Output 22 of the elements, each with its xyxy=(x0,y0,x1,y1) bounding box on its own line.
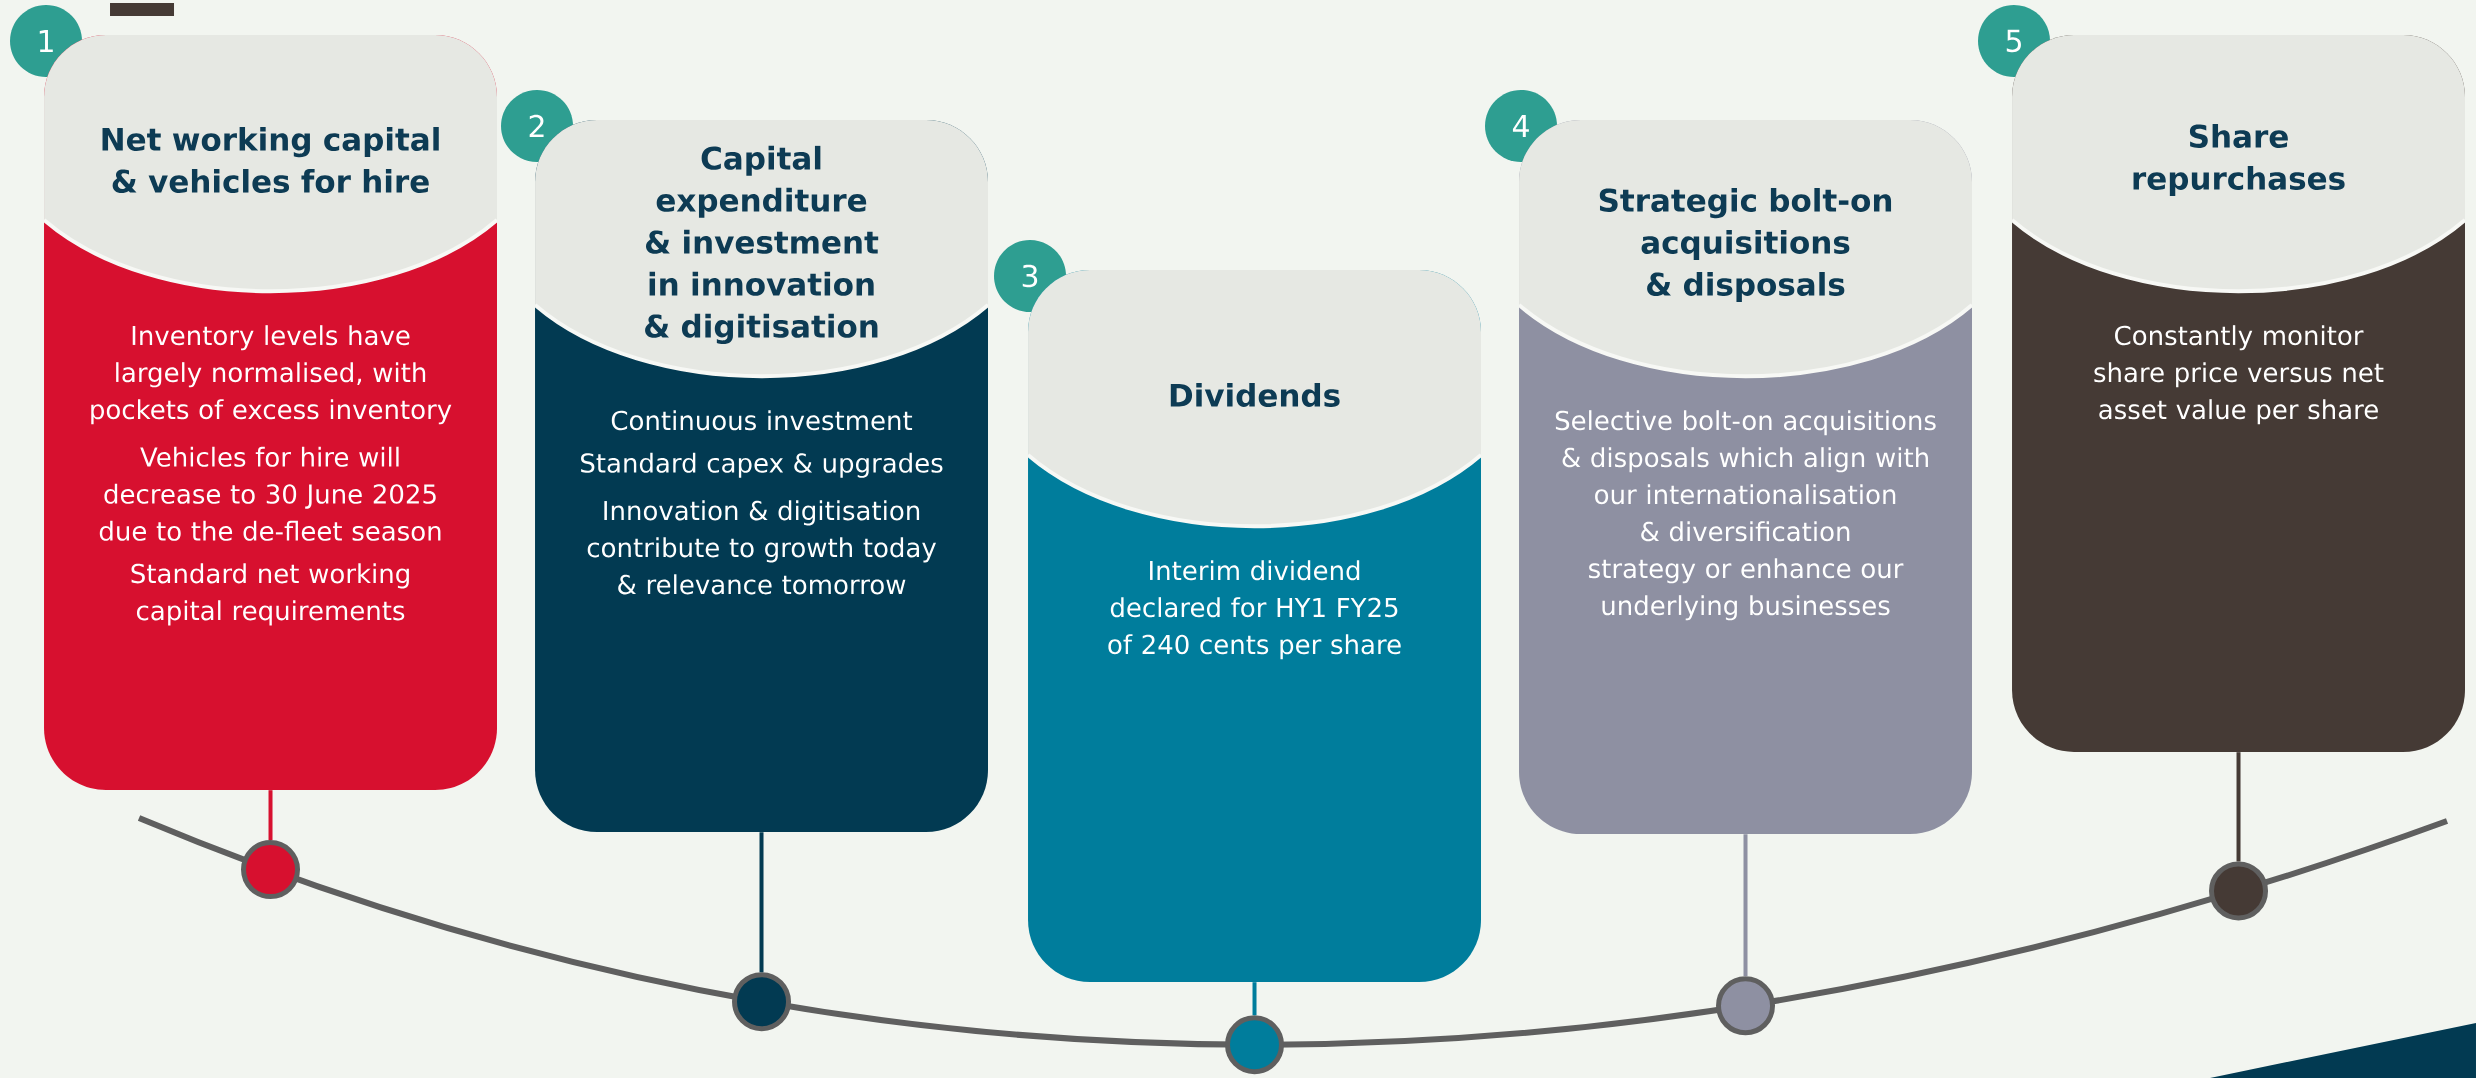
card-heading: Strategic bolt-on acquisitions & disposals xyxy=(1599,188,1892,302)
connector-line xyxy=(2236,752,2241,862)
card-text: Interim dividend declared for HY1 FY25 of 240 cents per share xyxy=(1108,560,1401,660)
card-heading: Share repurchases xyxy=(2133,124,2345,196)
connector-line xyxy=(268,790,273,841)
card-heading: Dividends xyxy=(1170,383,1340,407)
card-text: Vehicles for hire will decrease to 30 June 2025 due to the de-fleet season xyxy=(99,446,441,541)
timeline-dot xyxy=(732,972,791,1032)
card-text: Standard net working capital requirements xyxy=(131,563,409,626)
card-text: Constantly monitor share price versus net asset value per share xyxy=(2094,325,2384,425)
card-text: Continuous investment xyxy=(611,410,913,431)
card-heading: Net working capital & vehicles for hire xyxy=(102,127,439,193)
timeline-dot xyxy=(1716,976,1775,1036)
connector-line xyxy=(759,832,764,973)
card-text: Standard capex & upgrades xyxy=(581,452,943,478)
connector-line xyxy=(1252,982,1257,1016)
timeline-dot xyxy=(1225,1015,1284,1075)
card-heading: Capital expenditure & investment in innovation & digitisation xyxy=(645,145,879,345)
card-text: Selective bolt-on acquisitions & disposals which align with our internationalisation & diversification strategy or enhance our underlying businesses xyxy=(1555,410,1936,621)
connector-line xyxy=(1743,834,1748,977)
card-text: Inventory levels have largely normalised, with pockets of excess inventory xyxy=(91,325,452,425)
card-text: Innovation & digitisation contribute to growth today & relevance tomorrow xyxy=(587,500,936,595)
